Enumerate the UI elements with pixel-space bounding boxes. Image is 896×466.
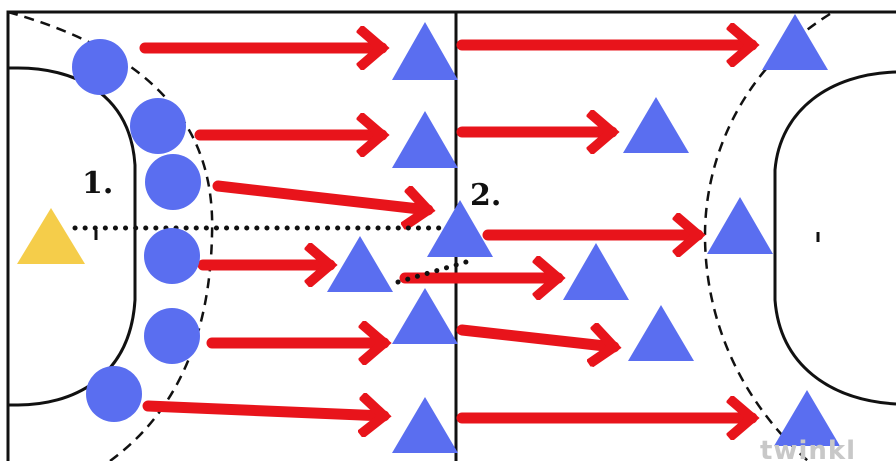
arrow-icon [142, 406, 384, 416]
defender-triangle-icon [774, 390, 840, 446]
right-goal-area [773, 70, 896, 406]
defender-triangle-icon [707, 197, 773, 254]
right-free-throw-line [703, 12, 831, 461]
arrow-icon [212, 180, 428, 210]
right-half-arrows [399, 45, 752, 418]
attacker-circle-icon [144, 308, 200, 364]
defender-triangle-icon [563, 243, 629, 300]
left-half-arrows [139, 48, 428, 416]
defenders [327, 14, 840, 453]
attacker-circle-icon [144, 228, 200, 284]
defender-triangle-icon [392, 397, 458, 453]
defender-triangle-icon [623, 97, 689, 153]
defender-triangle-icon [392, 22, 458, 80]
left-free-throw-line [7, 10, 214, 461]
attacker-circle-icon [130, 98, 186, 154]
attacker-circle-icon [72, 39, 128, 95]
attacker-circle-icon [86, 366, 142, 422]
label-one: 1. [82, 166, 114, 201]
defender-triangle-icon [392, 288, 458, 344]
attacker-circle-icon [145, 154, 201, 210]
watermark: twinkl [760, 436, 857, 466]
attackers [72, 39, 201, 422]
court-boundary [6, 10, 896, 461]
defender-triangle-icon [392, 111, 458, 168]
label-two: 2. [470, 178, 502, 213]
defender-triangle-icon [762, 14, 828, 70]
defender-triangle-icon [628, 305, 694, 361]
defender-triangle-icon [327, 236, 393, 292]
pass-line-2 [395, 259, 469, 285]
arrow-icon [456, 330, 614, 347]
defender-triangle-icon [427, 200, 493, 257]
left-goal-area [8, 66, 137, 407]
coach-triangle-icon [17, 208, 85, 264]
